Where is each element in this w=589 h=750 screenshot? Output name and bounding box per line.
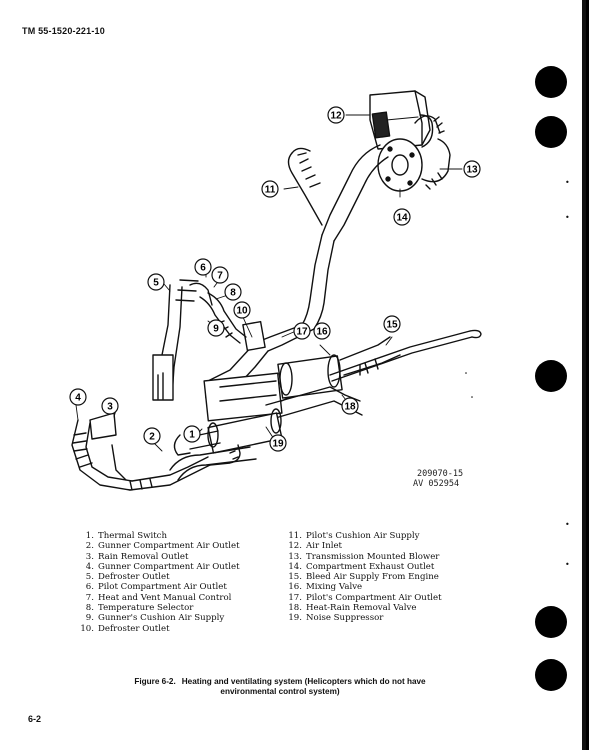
- gunner-outlet-ducts: [71, 412, 257, 491]
- left-outlet-ducts: [152, 279, 247, 401]
- scan-mark-icon: •: [565, 560, 570, 569]
- legend-right-column: 11.Pilot's Cushion Air Supply 12.Air Inl…: [288, 531, 442, 624]
- binder-hole-icon: [535, 606, 567, 638]
- legend-item: 18.Heat-Rain Removal Valve: [288, 603, 417, 614]
- heating-ventilating-illustration: 4 3 2 5 6 7 8 9 1 10 11 12 13 14 15 16 1…: [69, 90, 482, 491]
- callout-14: 14: [396, 213, 408, 224]
- callout-17: 17: [296, 327, 308, 338]
- callout-7: 7: [217, 271, 223, 282]
- legend-item: 2.Gunner Compartment Air Outlet: [85, 541, 240, 552]
- binder-hole-icon: [535, 659, 567, 691]
- scan-mark-icon: •: [565, 213, 570, 222]
- legend-item: 13.Transmission Mounted Blower: [288, 551, 440, 562]
- legend-item: 10.Defroster Outlet: [80, 623, 170, 634]
- binder-hole-icon: [535, 66, 567, 98]
- callout-9: 9: [213, 324, 219, 335]
- binder-hole-icon: [535, 360, 567, 392]
- mixing-valve-assembly: [203, 336, 401, 422]
- callout-4: 4: [75, 393, 81, 404]
- callout-18: 18: [344, 402, 356, 413]
- page-edge-border: [586, 0, 589, 750]
- legend-item: 3.Rain Removal Outlet: [85, 551, 189, 562]
- document-id-header: TM 55-1520-221-10: [22, 26, 105, 36]
- av-number: AV 052954: [413, 479, 460, 489]
- callout-19: 19: [272, 439, 284, 450]
- legend-item: 4.Gunner Compartment Air Outlet: [85, 561, 240, 572]
- callout-12: 12: [330, 111, 342, 122]
- bleed-air-line: [329, 329, 482, 382]
- figure-caption-text: Heating and ventilating system (Helicopt…: [181, 677, 426, 696]
- air-inlet-box: [369, 90, 431, 150]
- legend-item: 7.Heat and Vent Manual Control: [85, 592, 232, 603]
- scan-mark-icon: •: [565, 520, 570, 529]
- callout-15: 15: [386, 320, 398, 331]
- binder-hole-icon: [535, 116, 567, 148]
- legend-item: 6.Pilot Compartment Air Outlet: [85, 582, 227, 593]
- legend-item: 9.Gunner's Cushion Air Supply: [85, 613, 225, 624]
- callout-numbers: 4 3 2 5 6 7 8 9 1 10 11 12 13 14 15 16 1…: [75, 111, 478, 450]
- pilot-cushion-duct: [287, 144, 389, 330]
- figure-reference-code: 209070-15 AV 052954: [413, 469, 463, 489]
- callout-13: 13: [466, 165, 478, 176]
- legend-item: 12.Air Inlet: [288, 541, 343, 552]
- callout-16: 16: [316, 327, 328, 338]
- callout-6: 6: [200, 263, 206, 274]
- drawing-number: 209070-15: [417, 469, 464, 479]
- callout-2: 2: [149, 432, 155, 443]
- legend-item: 14.Compartment Exhaust Outlet: [288, 561, 435, 572]
- callout-11: 11: [265, 185, 276, 196]
- legend-left-column: 1.Thermal Switch 2.Gunner Compartment Ai…: [80, 531, 240, 634]
- legend-item: 19.Noise Suppressor: [288, 613, 384, 624]
- legend-item: 11.Pilot's Cushion Air Supply: [288, 531, 420, 541]
- legend-item: 17.Pilot's Compartment Air Outlet: [288, 592, 442, 603]
- legend-item: 8.Temperature Selector: [85, 603, 194, 614]
- callout-1: 1: [189, 430, 195, 441]
- figure-label: Figure 6-2.: [134, 677, 176, 686]
- legend-item: 1.Thermal Switch: [85, 531, 168, 541]
- legend-item: 16.Mixing Valve: [288, 582, 363, 593]
- legend-item: 15.Bleed Air Supply From Engine: [288, 572, 439, 583]
- callout-8: 8: [230, 288, 236, 299]
- legend-item: 5.Defroster Outlet: [85, 572, 170, 583]
- callout-5: 5: [153, 278, 159, 289]
- scan-mark-icon: •: [565, 178, 570, 187]
- figure-caption: Figure 6-2. Heating and ventilating syste…: [120, 677, 440, 697]
- page-number: 6-2: [28, 714, 42, 724]
- callout-circles: [69, 106, 481, 452]
- callout-3: 3: [107, 402, 113, 413]
- page-edge-shadow: [582, 0, 589, 750]
- callout-10: 10: [236, 306, 248, 317]
- leader-lines: [75, 114, 463, 452]
